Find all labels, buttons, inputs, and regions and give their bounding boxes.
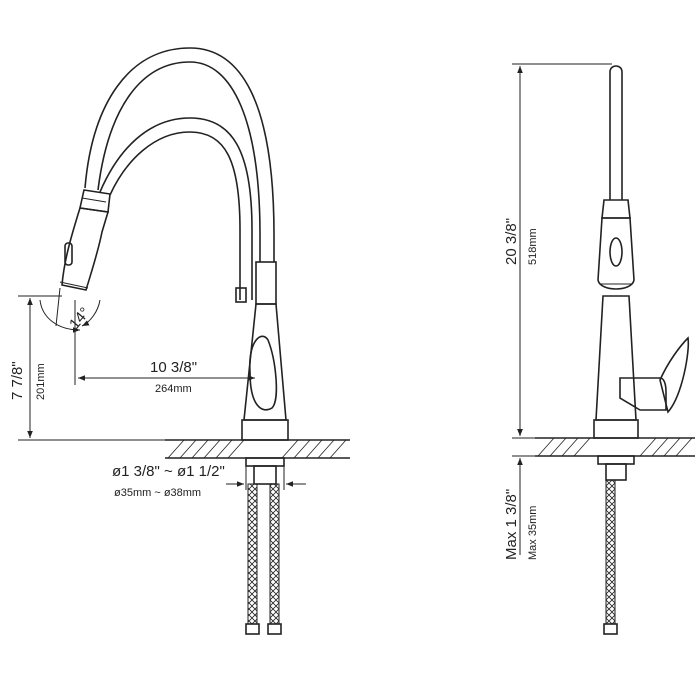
supply-hoses-front [245,483,282,635]
spout-height-dimension: 7 7/8" 201mm [9,295,165,441]
supply-hose-side [603,479,618,635]
deck-thickness-dimension: Max 1 3/8" Max 35mm [503,424,539,560]
total-height-dimension: 20 3/8" 518mm [503,63,612,439]
reach-mm-label: 264mm [155,383,192,395]
gooseneck-spout [84,47,275,303]
spout-height-inches-label: 7 7/8" [9,361,26,400]
faucet-body-side [593,295,690,481]
reach-dimension: 10 3/8" 264mm [74,300,255,395]
swivel-angle-indicator: 14° [39,287,101,333]
faucet-body-front [241,261,289,485]
countertop-side [535,437,695,457]
side-view: 20 3/8" 518mm Max 1 3/8" Max 35mm [503,63,695,635]
mounting-hole-inches-label: ø1 3/8" ~ ø1 1/2" [112,463,225,480]
mounting-hole-mm-label: ø35mm ~ ø38mm [114,487,201,499]
reach-inches-label: 10 3/8" [150,359,197,376]
total-height-inches-label: 20 3/8" [503,218,520,265]
countertop-front [165,439,350,459]
mounting-hole-dimension: ø1 3/8" ~ ø1 1/2" ø35mm ~ ø38mm [112,463,306,499]
swivel-angle-label: 14° [66,304,94,332]
deck-thickness-inches-label: Max 1 3/8" [503,489,520,560]
spout-height-mm-label: 201mm [35,363,47,400]
deck-thickness-mm-label: Max 35mm [527,506,539,560]
front-view: 14° 10 3/8" 264mm [9,47,350,635]
spout-side [597,65,635,290]
total-height-mm-label: 518mm [527,228,539,265]
spray-head [59,189,111,291]
